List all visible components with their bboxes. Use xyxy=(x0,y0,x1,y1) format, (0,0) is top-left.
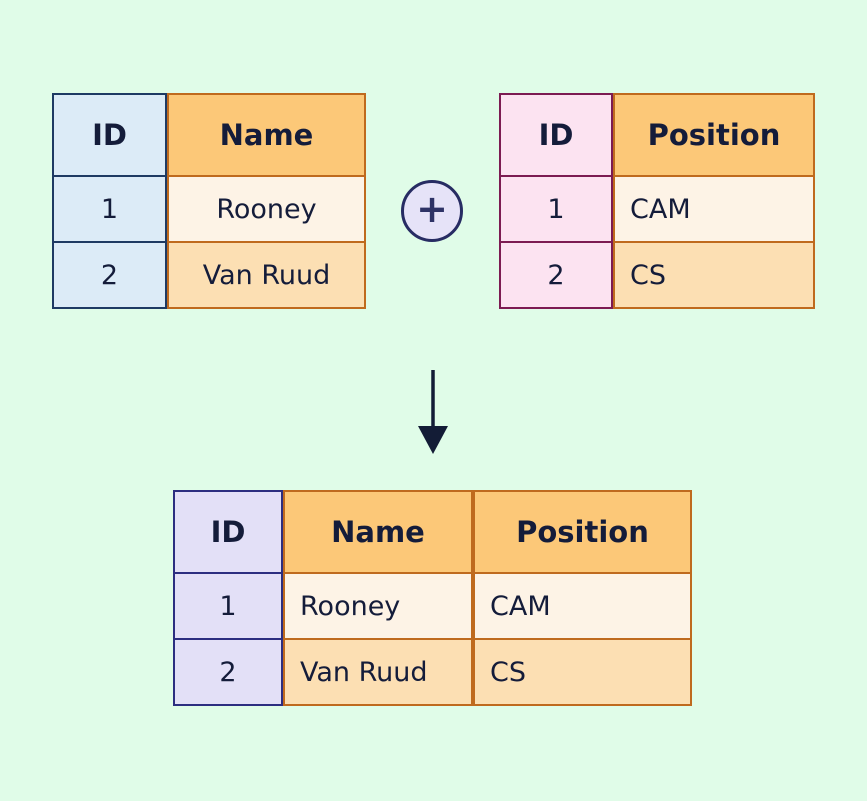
result-table-id-header: ID xyxy=(173,490,283,574)
table-cell: CS xyxy=(613,241,815,309)
table-cell: CS xyxy=(473,638,692,706)
left-table-id-header: ID xyxy=(52,93,167,177)
source-table-position: ID 1 2 Position CAM CS xyxy=(499,93,815,309)
result-table-name-column: Name Rooney Van Ruud xyxy=(283,490,473,706)
result-table-name-header: Name xyxy=(283,490,473,574)
table-cell: 2 xyxy=(499,241,613,309)
table-cell: 1 xyxy=(173,572,283,640)
table-cell: Rooney xyxy=(167,175,366,243)
left-table-id-column: ID 1 2 xyxy=(52,93,167,309)
table-cell: 2 xyxy=(52,241,167,309)
right-table-id-column: ID 1 2 xyxy=(499,93,613,309)
result-table-position-header: Position xyxy=(473,490,692,574)
table-cell: 1 xyxy=(52,175,167,243)
right-table-position-header: Position xyxy=(613,93,815,177)
right-table-id-header: ID xyxy=(499,93,613,177)
table-cell: 1 xyxy=(499,175,613,243)
table-cell: CAM xyxy=(473,572,692,640)
plus-icon-glyph: + xyxy=(416,187,448,231)
source-table-name: ID 1 2 Name Rooney Van Ruud xyxy=(52,93,366,309)
arrow-down-icon xyxy=(418,370,448,454)
left-table-name-header: Name xyxy=(167,93,366,177)
plus-icon: + xyxy=(401,180,463,242)
result-table: ID 1 2 Name Rooney Van Ruud Position CAM… xyxy=(173,490,692,706)
result-table-id-column: ID 1 2 xyxy=(173,490,283,706)
left-table-name-column: Name Rooney Van Ruud xyxy=(167,93,366,309)
table-cell: Rooney xyxy=(283,572,473,640)
table-cell: CAM xyxy=(613,175,815,243)
table-cell: Van Ruud xyxy=(283,638,473,706)
table-cell: 2 xyxy=(173,638,283,706)
table-cell: Van Ruud xyxy=(167,241,366,309)
right-table-position-column: Position CAM CS xyxy=(613,93,815,309)
result-table-position-column: Position CAM CS xyxy=(473,490,692,706)
